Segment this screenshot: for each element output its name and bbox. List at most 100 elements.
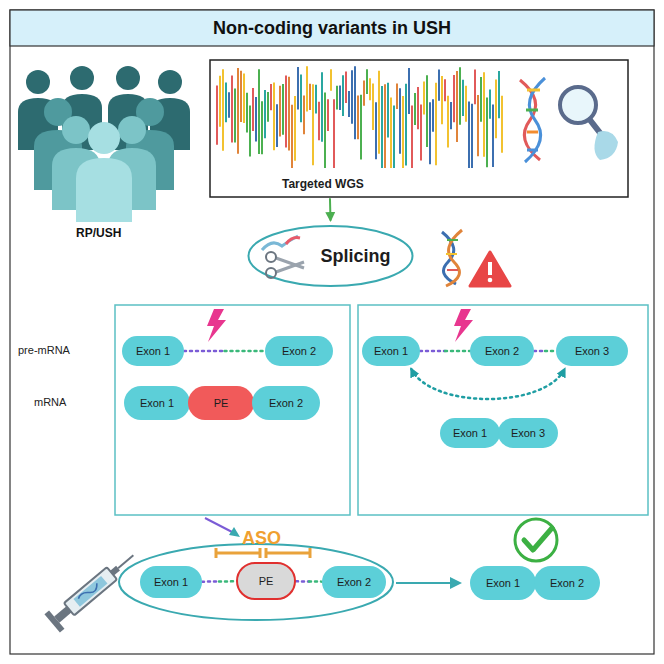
sequence-bar <box>291 105 293 168</box>
sequence-bar <box>264 90 266 138</box>
sequence-bar <box>399 88 401 154</box>
sequence-bar <box>369 78 371 100</box>
sequence-bar <box>402 96 404 168</box>
sequence-bar <box>315 85 317 114</box>
sequence-bar <box>312 84 314 165</box>
check-icon <box>515 519 557 561</box>
sequence-bar <box>261 101 263 154</box>
row-label: pre-mRNA <box>18 344 70 356</box>
connector-line <box>309 580 322 583</box>
sequence-bar <box>483 72 485 156</box>
sequence-bar <box>216 86 218 145</box>
sequence-bar <box>252 88 254 131</box>
connector-line <box>184 350 225 353</box>
sequence-bar <box>375 102 377 159</box>
sequence-bar <box>318 102 320 141</box>
sequence-bar <box>354 66 356 139</box>
exon-pill: PE <box>188 386 254 420</box>
sequence-bar <box>309 84 311 110</box>
connector-line <box>225 350 266 353</box>
sequence-bar <box>270 84 272 110</box>
panel-frame <box>115 305 350 515</box>
sequence-bar <box>462 80 464 116</box>
sequence-bar <box>231 75 233 142</box>
sequence-bar <box>237 68 239 154</box>
sequence-bar <box>453 75 455 122</box>
sequence-bar <box>396 84 398 109</box>
sequence-bar <box>378 71 380 154</box>
sequence-bar <box>288 77 290 151</box>
connector <box>329 199 331 220</box>
sequence-bar <box>459 67 461 125</box>
connector <box>296 581 322 582</box>
splicing-node: Splicing <box>249 226 413 286</box>
sequence-bar <box>420 104 422 160</box>
sequence-bar <box>240 71 242 122</box>
sequence-bar <box>342 75 344 116</box>
sequence-bar <box>489 89 491 118</box>
sequence-bars <box>217 66 502 168</box>
sequence-bar <box>339 86 341 110</box>
connector-line <box>445 350 470 353</box>
dna-magnifier <box>520 78 618 162</box>
node-text: Exon 2 <box>550 577 584 589</box>
node-text: Exon 1 <box>136 345 170 357</box>
wgs-frame <box>210 60 628 197</box>
exon-pill: Exon 2 <box>265 336 333 366</box>
sequence-bar <box>225 82 227 122</box>
lightning-bolt <box>207 309 226 342</box>
exon-pill: Exon 3 <box>498 418 558 448</box>
sequence-bar <box>492 104 494 167</box>
sequence-bar <box>501 96 503 153</box>
sequence-bar <box>465 86 467 122</box>
node-text: Exon 2 <box>282 345 316 357</box>
sequence-bar <box>366 69 368 94</box>
exon-pill: Exon 1 <box>122 336 184 366</box>
exon-pill: Exon 3 <box>556 336 628 366</box>
sequence-bar <box>321 72 323 141</box>
sequence-bar <box>426 75 428 147</box>
sequence-bar <box>255 97 257 142</box>
sequence-bar <box>408 68 410 114</box>
sequence-bar <box>405 84 407 166</box>
sequence-bar <box>279 86 281 137</box>
sequence-bar <box>333 99 335 168</box>
node-text: Targeted WGS <box>282 177 364 191</box>
sequence-bar <box>357 96 359 140</box>
sequence-bar <box>372 84 374 130</box>
sequence-bar <box>336 86 338 110</box>
lightning-bolt <box>454 309 473 342</box>
sequence-bar <box>480 77 482 122</box>
sequence-bar <box>324 92 326 168</box>
sequence-bar <box>228 92 230 117</box>
exon-pill: PE <box>236 562 296 600</box>
sequence-bar <box>243 74 245 123</box>
sequence-bar <box>345 71 347 103</box>
connector-line <box>296 580 309 583</box>
sequence-bar <box>447 96 449 148</box>
node-text: Exon 3 <box>511 427 545 439</box>
sequence-bar <box>282 84 284 135</box>
node-text: PE <box>214 397 229 409</box>
sequence-bar <box>486 98 488 168</box>
sequence-bar <box>351 70 353 123</box>
exon-pill: Exon 2 <box>252 386 320 420</box>
people-icon <box>18 66 190 222</box>
exon-pill: Exon 1 <box>124 386 190 420</box>
connector <box>534 351 556 352</box>
sequence-bar <box>285 75 287 147</box>
sequence-bar <box>390 97 392 168</box>
sequence-bar <box>438 69 440 100</box>
connector-line <box>329 199 332 220</box>
node-text: Exon 1 <box>154 576 188 588</box>
sequence-bar <box>267 92 269 122</box>
exon-pill: Exon 1 <box>440 418 500 448</box>
connector-line <box>545 350 556 353</box>
sequence-bar <box>495 79 497 138</box>
sequence-bar <box>498 71 500 118</box>
node-text: PE <box>259 575 274 587</box>
sequence-bar <box>474 69 476 104</box>
splicing-ellipse <box>249 226 413 286</box>
